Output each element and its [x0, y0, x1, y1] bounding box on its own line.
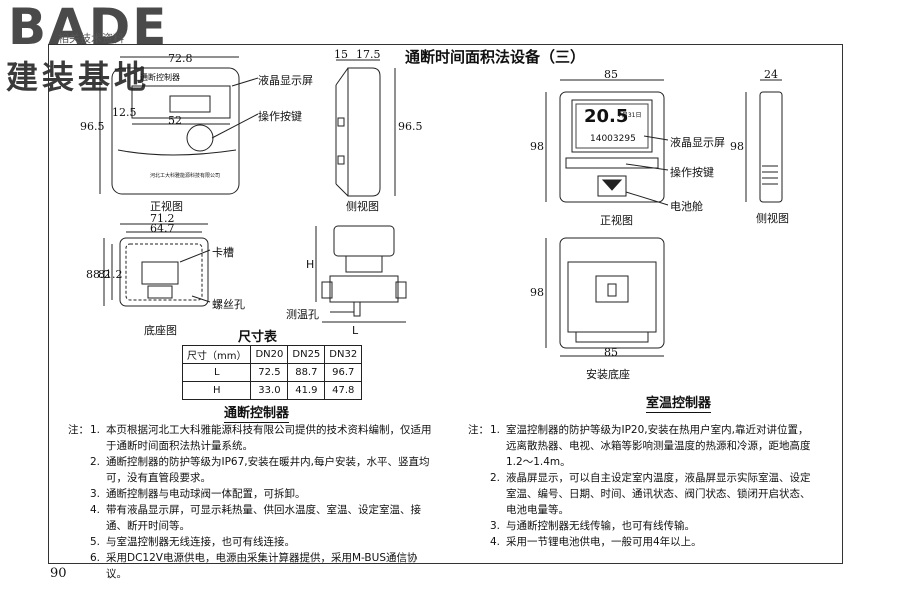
base-w2-dim: 64.7 [150, 222, 175, 235]
base-h2-dim: 81.2 [98, 268, 123, 281]
list-item: 3.通断控制器与电动球阀一体配置，可拆卸。 [90, 488, 306, 500]
table-cell: L [181, 363, 252, 382]
screen-code: 14003295 [590, 134, 636, 144]
side-dim-a: 15 [334, 48, 348, 61]
lcd-label: 液晶显示屏 [258, 74, 313, 87]
brand-logo: BADE [8, 0, 169, 56]
page-title: 通断时间面积法设备（三） [405, 48, 586, 66]
right-section-title: 室温控制器 [646, 392, 712, 413]
notes-head: 注： [68, 424, 89, 436]
screen-temperature: 20.5 [584, 106, 629, 127]
valve-length-label: L [352, 324, 359, 337]
table-row: H 33.0 41.9 47.8 [181, 381, 363, 400]
table-header-cell: 尺寸（mm） [181, 345, 252, 364]
screw-hole-label: 螺丝孔 [212, 298, 245, 311]
slot-label: 卡槽 [212, 246, 234, 259]
front-view-caption: 正视图 [150, 200, 183, 213]
base-h1-dim: 88.2 [86, 268, 111, 281]
drawing-frame [48, 44, 843, 564]
list-item: 3.与通断控制器无线传输，也可有线传输。 [490, 520, 695, 532]
screen-date: 7月31日 [618, 112, 642, 119]
base-view-caption: 底座图 [144, 324, 177, 337]
base-height-dim: 98 [530, 286, 544, 299]
front-width-dim: 72.8 [168, 52, 193, 65]
room-front-caption: 正视图 [600, 214, 633, 227]
table-cell: 72.5 [250, 363, 289, 382]
list-item: 4.带有液晶显示屏，可显示耗热量、供回水温度、室温、设定室温、接通、断开时间等。 [90, 504, 421, 532]
logo-chinese: 建装基地 [6, 58, 151, 96]
room-side-height-dim: 98 [730, 140, 744, 153]
base-w1-dim: 71.2 [150, 212, 175, 225]
table-header-cell: DN32 [324, 345, 363, 364]
table-row: L 72.5 88.7 96.7 [181, 363, 363, 382]
lcd-offset-dim: 12.5 [112, 106, 137, 119]
notes-head: 注： [468, 424, 489, 436]
logo-subtitle: 相关技术资料 [58, 32, 124, 45]
table-cell: 33.0 [250, 381, 289, 400]
left-notes: 注： 1.本页根据河北工大科雅能源科技有限公司提供的技术资料编制，仅适用于通断时… [68, 422, 438, 582]
front-height-dim: 96.5 [80, 120, 105, 133]
table-header-cell: DN20 [250, 345, 289, 364]
list-item: 1.室温控制器的防护等级为IP20,安装在热用户室内,靠近对讲位置，远离散热器、… [490, 424, 811, 468]
temp-hole-label: 测温孔 [286, 308, 319, 321]
side-dim-b: 17.5 [356, 48, 381, 61]
lcd-width-dim: 52 [168, 114, 182, 127]
table-cell: H [181, 381, 252, 400]
list-item: 4.采用一节锂电池供电，一般可用4年以上。 [490, 536, 702, 548]
list-item: 1.本页根据河北工大科雅能源科技有限公司提供的技术资料编制，仅适用于通断时间面积… [90, 424, 432, 452]
table-cell: 47.8 [324, 381, 363, 400]
room-front-width-dim: 85 [604, 68, 618, 81]
company-nameplate: 河北工大科雅能源科技有限公司 [150, 173, 221, 179]
base-caption: 安装底座 [586, 368, 630, 381]
list-item: 2.通断控制器的防护等级为IP67,安装在暖井内,每户安装，水平、竖直均可，没有… [90, 456, 430, 484]
left-section-title: 通断控制器 [224, 402, 290, 423]
list-item: 5.与室温控制器无线连接，也可有线连接。 [90, 536, 295, 548]
dimension-table-title: 尺寸表 [238, 330, 278, 345]
room-side-depth-dim: 24 [764, 68, 778, 81]
room-button-label: 操作按键 [670, 166, 714, 179]
valve-height-label: H [306, 258, 315, 271]
side-view-caption: 侧视图 [346, 200, 379, 213]
table-cell: 96.7 [324, 363, 363, 382]
list-item: 6.采用DC12V电源供电，电源由采集计算器提供，采用M-BUS通信协议。 [90, 552, 418, 580]
base-width-dim: 85 [604, 346, 618, 359]
side-height-dim: 96.5 [398, 120, 423, 133]
page-number: 90 [50, 566, 67, 581]
device-nameplate: 通断控制器 [140, 73, 180, 82]
list-item: 2.液晶屏显示，可以自主设定室内温度，液晶屏显示实际室温、设定室温、编号、日期、… [490, 472, 811, 516]
table-header-cell: DN25 [287, 345, 326, 364]
room-lcd-label: 液晶显示屏 [670, 136, 725, 149]
table-cell: 88.7 [287, 363, 326, 382]
room-front-height-dim: 98 [530, 140, 544, 153]
battery-label: 电池舱 [670, 200, 703, 213]
dimension-table: 尺寸（mm） DN20 DN25 DN32 L 72.5 88.7 96.7 H… [181, 345, 363, 400]
table-cell: 41.9 [287, 381, 326, 400]
right-notes: 注： 1.室温控制器的防护等级为IP20,安装在热用户室内,靠近对讲位置，远离散… [468, 422, 818, 550]
button-label: 操作按键 [258, 110, 302, 123]
room-side-caption: 侧视图 [756, 212, 789, 225]
